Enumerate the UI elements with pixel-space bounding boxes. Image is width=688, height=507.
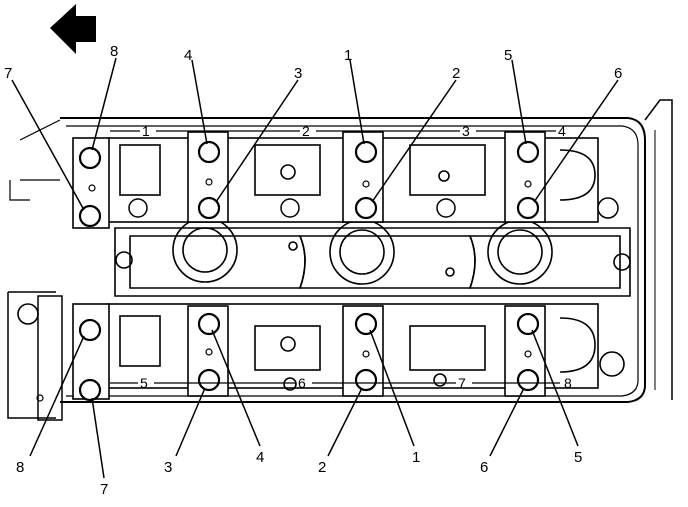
combustion-chamber-row xyxy=(114,217,631,297)
journal-label-top-1: 1 xyxy=(142,123,150,139)
journal-label-bottom-7: 7 xyxy=(458,375,466,391)
journal-label-top-2: 2 xyxy=(302,123,310,139)
callout-top-6: 6 xyxy=(614,65,622,82)
journal-dividers xyxy=(110,130,560,384)
callout-bottom-2: 2 xyxy=(318,459,326,476)
bolt-top-1 xyxy=(354,140,378,164)
bottom-cap-bolts xyxy=(78,312,540,402)
bolt-bottom-2 xyxy=(354,368,378,392)
callout-bottom-8: 8 xyxy=(16,459,24,476)
leader-lines xyxy=(11,57,619,479)
bolt-top-3 xyxy=(197,196,221,220)
callout-bottom-6: 6 xyxy=(480,459,488,476)
bolt-top-5 xyxy=(516,140,540,164)
journal-label-top-3: 3 xyxy=(462,123,470,139)
journal-label-bottom-8: 8 xyxy=(564,375,572,391)
left-arrow-icon xyxy=(50,4,96,54)
callout-top-7: 7 xyxy=(4,65,12,82)
callout-bottom-4: 4 xyxy=(256,449,264,466)
bolt-bottom-4 xyxy=(197,312,221,336)
journal-label-top-4: 4 xyxy=(558,123,566,139)
bolt-bottom-3 xyxy=(197,368,221,392)
bolt-top-4 xyxy=(197,140,221,164)
bolt-bottom-7 xyxy=(78,378,102,402)
bolt-bottom-6 xyxy=(516,368,540,392)
callout-top-5: 5 xyxy=(504,47,512,64)
callout-top-3: 3 xyxy=(294,65,302,82)
bolt-bottom-5 xyxy=(516,312,540,336)
callout-bottom-1: 1 xyxy=(412,449,420,466)
bolt-top-7 xyxy=(78,204,102,228)
journal-label-bottom-6: 6 xyxy=(298,375,306,391)
bolt-top-8 xyxy=(78,146,102,170)
cylinder-head-outline xyxy=(7,99,673,421)
callout-top-8: 8 xyxy=(110,43,118,60)
bolt-bottom-1 xyxy=(354,312,378,336)
callout-bottom-3: 3 xyxy=(164,459,172,476)
cap-dimple-marks xyxy=(36,178,532,402)
callout-bottom-5: 5 xyxy=(574,449,582,466)
top-cap-bolts xyxy=(78,140,619,228)
journal-label-bottom-5: 5 xyxy=(140,375,148,391)
bolt-top-2 xyxy=(354,196,378,220)
callout-top-4: 4 xyxy=(184,47,192,64)
callout-top-2: 2 xyxy=(452,65,460,82)
bolt-top-6 xyxy=(516,196,540,220)
callout-bottom-7: 7 xyxy=(100,481,108,498)
callout-top-1: 1 xyxy=(344,47,352,64)
bolt-bottom-8 xyxy=(78,318,102,342)
